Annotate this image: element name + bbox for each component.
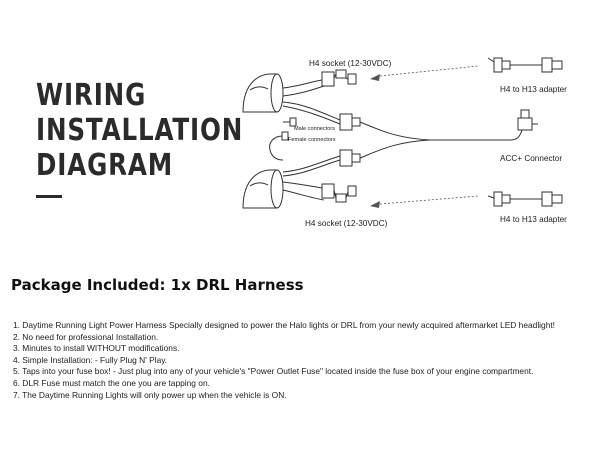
connector-block-top-icon xyxy=(339,113,361,131)
label-h4-socket-top: H4 socket (12-30VDC) xyxy=(309,59,392,68)
note-item: 5. Taps into your fuse box! - Just plug … xyxy=(13,366,534,377)
label-h4-socket-bottom: H4 socket (12-30VDC) xyxy=(305,219,388,228)
note-item: 1. Daytime Running Light Power Harness S… xyxy=(13,320,556,330)
label-adapter-top: H4 to H13 adapter xyxy=(500,85,567,94)
label-acc-connector: ACC+ Connector xyxy=(500,154,562,163)
package-heading: Package Included: 1x DRL Harness xyxy=(11,276,304,294)
socket-bottom-icon xyxy=(282,181,357,203)
fuse-tap-icon xyxy=(517,109,538,131)
note-item: 6. DLR Fuse must match the one you are t… xyxy=(13,377,210,388)
diagram-title: WIRING INSTALLATION DIAGRAM xyxy=(36,78,289,198)
adapter-top-icon xyxy=(487,57,563,73)
label-adapter-bottom: H4 to H13 adapter xyxy=(500,215,567,224)
title-line-3: DIAGRAM xyxy=(36,148,174,183)
wiring-diagram: H4 socket (12-30VDC) H4 socket (12-30VDC… xyxy=(242,57,567,228)
label-male-connectors: Male connectors xyxy=(294,126,335,132)
socket-top-icon xyxy=(282,69,357,97)
male-connector-icon xyxy=(283,117,297,127)
note-item: 2. No need for professional Installation… xyxy=(13,331,159,342)
female-connector-icon xyxy=(269,131,289,161)
note-item: 3. Minutes to install WITHOUT modificati… xyxy=(13,343,180,354)
title-line-2: INSTALLATION xyxy=(36,113,244,148)
feature-notes-list: 1. Daytime Running Light Power Harness S… xyxy=(13,320,555,401)
connector-block-bottom-icon xyxy=(339,149,361,167)
label-female-connectors: Female connectors xyxy=(288,137,336,143)
note-item: 7. The Daytime Running Lights will only … xyxy=(13,389,287,400)
adapter-bottom-icon xyxy=(487,191,563,207)
note-item: 4. Simple Installation: - Fully Plug N' … xyxy=(13,354,168,365)
title-underline xyxy=(36,195,62,198)
title-line-1: WIRING xyxy=(36,78,147,113)
headlight-bottom-icon xyxy=(242,169,284,209)
headlight-top-icon xyxy=(242,73,284,113)
